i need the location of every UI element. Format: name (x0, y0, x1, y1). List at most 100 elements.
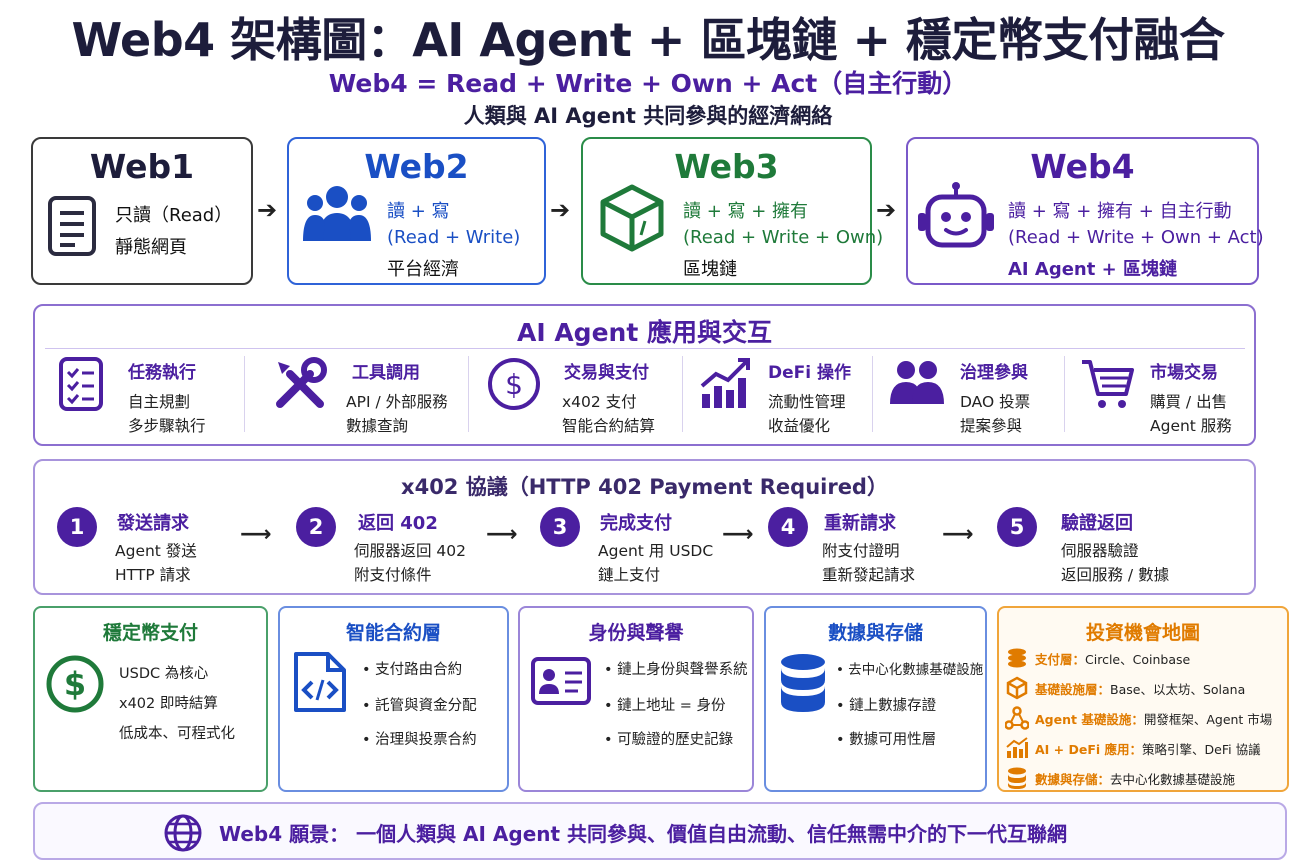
investment-key: AI + DeFi 應用： (1035, 742, 1143, 757)
x402-title: x402 協議（HTTP 402 Payment Required） (401, 475, 888, 499)
layer-card-title: 數據與存儲 (827, 622, 923, 644)
step-number: 4 (768, 507, 808, 547)
step-line: 伺服器返回 402 (354, 542, 467, 560)
step-line: Agent 發送 (115, 542, 197, 560)
tools-icon (272, 356, 328, 416)
app-item-line: 收益優化 (768, 417, 831, 435)
cube-outline-icon (1005, 676, 1029, 703)
web4-line: 讀 + 寫 + 擁有 + 自主行動 (1008, 201, 1232, 222)
investment-key: 基礎設施層： (1035, 682, 1111, 697)
bar-chart-icon (698, 356, 752, 416)
investment-map-title: 投資機會地圖 (1085, 622, 1200, 644)
database-icon (778, 652, 828, 718)
document-icon (47, 195, 101, 263)
app-item-payment: $ 交易與支付 x402 支付 智能合約結算 (486, 352, 676, 436)
app-item-title: 任務執行 (128, 363, 196, 383)
layer-card-bullet: 可驗證的歷史記錄 (604, 728, 733, 749)
app-item-line: 購買 / 出售 (1150, 393, 1228, 411)
web2-line: 平台經濟 (387, 259, 459, 280)
cube-icon (599, 183, 665, 257)
robot-icon (916, 181, 996, 257)
web4-line: (Read + Write + Own + Act) (1008, 227, 1264, 248)
step-line: Agent 用 USDC (598, 542, 714, 560)
app-item-line: 智能合約結算 (562, 417, 656, 435)
step-number: 3 (540, 507, 580, 547)
layer-card-title: 身份與聲譽 (588, 622, 684, 644)
investment-value: 開發框架、Agent 市場 (1143, 712, 1273, 727)
app-item-line: 數據查詢 (346, 417, 409, 435)
layer-card-title: 穩定幣支付 (102, 622, 198, 644)
investment-value: Base、以太坊、Solana (1110, 682, 1246, 697)
agent-apps-title: AI Agent 應用與交互 (516, 318, 772, 347)
coins-icon (1005, 646, 1029, 673)
layer-card-bullet: 鏈上數據存證 (836, 694, 936, 715)
layer-card-contract: 智能合約層 支付路由合約 託管與資金分配 治理與投票合約 (278, 606, 509, 792)
formula-subtitle: Web4 = Read + Write + Own + Act（自主行動） (328, 69, 968, 98)
web4-line: AI Agent + 區塊鏈 (1008, 259, 1177, 280)
web2-line: 讀 + 寫 (387, 201, 450, 222)
step-line: 附支付條件 (354, 566, 432, 584)
investment-key: 數據與存儲： (1035, 772, 1111, 787)
web1-line: 靜態網頁 (115, 237, 187, 258)
arrow-icon: ⟶ (722, 522, 754, 547)
app-item-line: 提案參與 (960, 417, 1023, 435)
layer-card-line: 低成本、可程式化 (119, 726, 235, 742)
step-title: 完成支付 (600, 513, 672, 534)
step-line: 重新發起請求 (822, 566, 916, 584)
x402-step: 1 發送請求 Agent 發送 HTTP 請求 (57, 505, 257, 585)
web3-line: 區塊鏈 (683, 259, 737, 280)
x402-step: 4 重新請求 附支付證明 重新發起請求 (768, 505, 968, 585)
layer-card-bullet: 鏈上地址 = 身份 (604, 694, 725, 715)
step-number: 5 (997, 507, 1037, 547)
step-title: 發送請求 (117, 513, 189, 534)
layer-card-title: 智能合約層 (345, 622, 441, 644)
investment-value: 策略引擎、DeFi 協議 (1142, 742, 1261, 757)
arrow-icon: ➔ (257, 196, 278, 224)
network-icon (1004, 706, 1030, 733)
arrow-icon: ⟶ (486, 522, 518, 547)
investment-value: 去中心化數據基礎設施 (1110, 772, 1236, 787)
app-item-line: 流動性管理 (768, 393, 846, 411)
web1-line: 只讀（Read） (115, 205, 233, 226)
tagline: 人類與 AI Agent 共同參與的經濟網絡 (463, 104, 833, 128)
app-item-task: 任務執行 自主規劃 多步驟執行 (58, 352, 238, 436)
layer-card-bullet: 治理與投票合約 (362, 728, 477, 749)
step-line: 返回服務 / 數據 (1061, 566, 1170, 584)
step-line: 伺服器驗證 (1061, 542, 1139, 560)
web3-line: 讀 + 寫 + 擁有 (683, 201, 809, 222)
investment-key: Agent 基礎設施： (1035, 712, 1144, 727)
layer-card-line: x402 即時結算 (119, 696, 218, 712)
x402-step: 5 驗證返回 伺服器驗證 返回服務 / 數據 (997, 505, 1207, 585)
arrow-icon: ⟶ (240, 522, 272, 547)
app-item-title: 市場交易 (1150, 363, 1218, 383)
web3-line: (Read + Write + Own) (683, 227, 884, 248)
app-item-title: DeFi 操作 (768, 363, 851, 383)
layer-card-line: USDC 為核心 (119, 666, 209, 682)
chart-icon (1005, 736, 1029, 763)
layer-card-data: 數據與存儲 去中心化數據基礎設施 鏈上數據存證 數據可用性層 (764, 606, 987, 792)
checklist-icon (58, 356, 106, 416)
x402-panel: x402 協議（HTTP 402 Payment Required） (33, 459, 1256, 595)
app-item-title: 治理參與 (960, 363, 1028, 383)
layer-card-bullet: 鏈上身份與聲譽系統 (604, 658, 748, 679)
web3-title: Web3 (674, 147, 779, 186)
web3-box: Web3 讀 + 寫 + 擁有 (Read + Write + Own) 區塊鏈 (581, 137, 883, 285)
web2-box: Web2 讀 + 寫 (Read + Write) 平台經濟 (287, 137, 546, 285)
app-item-line: 多步驟執行 (128, 417, 206, 435)
storage-icon (1005, 766, 1029, 793)
step-line: 附支付證明 (822, 542, 900, 560)
app-item-governance: 治理參與 DAO 投票 提案參與 (888, 352, 1058, 436)
stablecoin-icon: $ (45, 654, 105, 718)
svg-text:$: $ (64, 665, 86, 703)
code-file-icon (292, 650, 348, 718)
app-item-line: API / 外部服務 (346, 393, 448, 411)
web2-title: Web2 (364, 147, 469, 186)
arrow-icon: ⟶ (942, 522, 974, 547)
app-item-title: 工具調用 (352, 363, 420, 383)
layer-card-bullet: 數據可用性層 (836, 728, 936, 749)
layer-card-bullet: 支付路由合約 (362, 658, 462, 679)
app-item-title: 交易與支付 (564, 363, 649, 383)
step-title: 返回 402 (358, 513, 438, 534)
svg-text:$: $ (505, 368, 523, 401)
x402-step: 3 完成支付 Agent 用 USDC 鏈上支付 (540, 505, 740, 585)
